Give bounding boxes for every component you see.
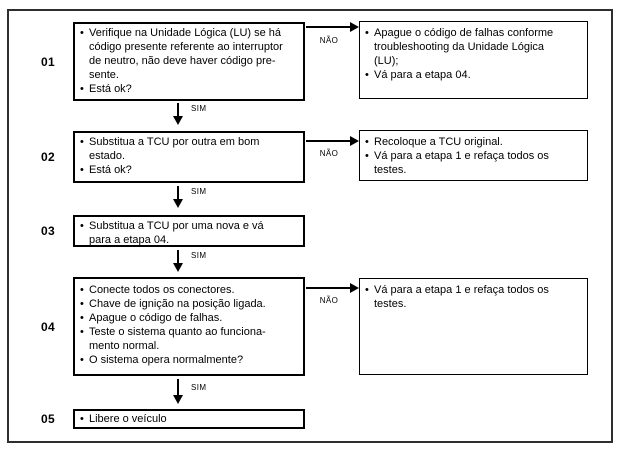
step-number-03: 03: [41, 224, 55, 238]
bullet-icon: •: [365, 69, 369, 81]
bullet-icon: •: [80, 164, 84, 176]
step-02-box: • Substitua a TCU por outra em bom estad…: [73, 131, 305, 183]
arrow-down-icon: [173, 116, 183, 125]
bullet-icon: •: [80, 83, 84, 95]
sim-label: SIM: [191, 104, 207, 113]
bullet-icon: •: [80, 413, 84, 425]
list-item: • Substitua a TCU por outra em bom estad…: [80, 135, 299, 163]
list-item: • Vá para a etapa 1 e refaça todos os te…: [365, 283, 583, 311]
step-03-box: • Substitua a TCU por uma nova e vá para…: [73, 215, 305, 247]
bullet-icon: •: [80, 312, 84, 324]
arrow-down-icon: [173, 199, 183, 208]
bullet-icon: •: [80, 298, 84, 310]
bullet-icon: •: [80, 354, 84, 366]
nao-label: NÃO: [319, 149, 339, 158]
bullet-icon: •: [80, 326, 84, 338]
step-number-01: 01: [41, 55, 55, 69]
bullet-icon: •: [80, 284, 84, 296]
step-number-02: 02: [41, 150, 55, 164]
bullet-icon: •: [365, 150, 369, 162]
sim-label: SIM: [191, 187, 207, 196]
step-04-no-box: • Vá para a etapa 1 e refaça todos os te…: [359, 278, 588, 375]
nao-arrow-line: [306, 26, 350, 28]
list-item: • Apague o código de falhas.: [80, 311, 299, 325]
step-04-box: • Conecte todos os conectores. • Chave d…: [73, 277, 305, 376]
nao-arrow-line: [306, 140, 350, 142]
bullet-text: Apague o código de falhas conforme troub…: [374, 27, 554, 67]
bullet-text: Vá para a etapa 04.: [374, 69, 471, 81]
step-05-box: • Libere o veículo: [73, 409, 305, 429]
bullet-text: Conecte todos os conectores.: [89, 284, 235, 296]
step-number-05: 05: [41, 412, 55, 426]
list-item: • O sistema opera normalmente?: [80, 353, 299, 367]
sim-arrow-line: [177, 379, 179, 396]
bullet-text: Chave de ignição na posição ligada.: [89, 298, 266, 310]
list-item: • Está ok?: [80, 82, 299, 96]
list-item: • Vá para a etapa 1 e refaça todos os te…: [365, 149, 583, 177]
bullet-text: Substitua a TCU por uma nova e vá para a…: [89, 220, 264, 246]
list-item: • Vá para a etapa 04.: [365, 68, 583, 82]
list-item: • Teste o sistema quanto ao funciona- me…: [80, 325, 299, 353]
bullet-text: Vá para a etapa 1 e refaça todos os test…: [374, 150, 549, 176]
bullet-icon: •: [80, 27, 84, 39]
bullet-text: Está ok?: [89, 164, 132, 176]
bullet-icon: •: [365, 27, 369, 39]
bullet-text: O sistema opera normalmente?: [89, 354, 244, 366]
nao-arrow-line: [306, 287, 350, 289]
arrow-right-icon: [350, 136, 359, 146]
bullet-text: Está ok?: [89, 83, 132, 95]
bullet-text: Vá para a etapa 1 e refaça todos os test…: [374, 284, 549, 310]
list-item: • Apague o código de falhas conforme tro…: [365, 26, 583, 68]
sim-arrow-line: [177, 250, 179, 264]
bullet-text: Substitua a TCU por outra em bom estado.: [89, 136, 260, 162]
sim-label: SIM: [191, 251, 207, 260]
step-02-no-box: • Recoloque a TCU original. • Vá para a …: [359, 130, 588, 181]
sim-label: SIM: [191, 383, 207, 392]
step-01-no-box: • Apague o código de falhas conforme tro…: [359, 21, 588, 99]
list-item: • Conecte todos os conectores.: [80, 283, 299, 297]
arrow-right-icon: [350, 22, 359, 32]
arrow-down-icon: [173, 395, 183, 404]
bullet-text: Apague o código de falhas.: [89, 312, 223, 324]
arrow-right-icon: [350, 283, 359, 293]
list-item: • Está ok?: [80, 163, 299, 177]
list-item: • Chave de ignição na posição ligada.: [80, 297, 299, 311]
bullet-text: Recoloque a TCU original.: [374, 136, 503, 148]
list-item: • Substitua a TCU por uma nova e vá para…: [80, 219, 299, 247]
list-item: • Verifique na Unidade Lógica (LU) se há…: [80, 26, 299, 82]
bullet-text: Verifique na Unidade Lógica (LU) se há c…: [89, 27, 283, 81]
bullet-icon: •: [80, 136, 84, 148]
arrow-down-icon: [173, 263, 183, 272]
bullet-text: Libere o veículo: [89, 413, 167, 425]
bullet-icon: •: [365, 284, 369, 296]
sim-arrow-line: [177, 103, 179, 117]
bullet-icon: •: [80, 220, 84, 232]
list-item: • Libere o veículo: [80, 412, 299, 426]
nao-label: NÃO: [319, 296, 339, 305]
sim-arrow-line: [177, 186, 179, 200]
list-item: • Recoloque a TCU original.: [365, 135, 583, 149]
step-01-box: • Verifique na Unidade Lógica (LU) se há…: [73, 22, 305, 101]
nao-label: NÃO: [319, 36, 339, 45]
bullet-text: Teste o sistema quanto ao funciona- ment…: [89, 326, 266, 352]
step-number-04: 04: [41, 319, 55, 334]
bullet-icon: •: [365, 136, 369, 148]
